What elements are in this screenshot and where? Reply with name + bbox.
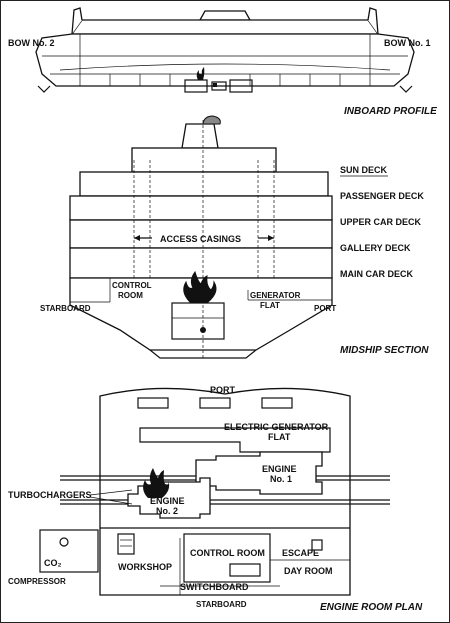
gallery-deck-label: GALLERY DECK: [340, 243, 411, 253]
plan-fire-icon: [143, 468, 170, 498]
plan-starboard-label: STARBOARD: [196, 600, 247, 609]
generator-flat-label-1: GENERATOR: [250, 291, 301, 300]
engine-1-label-2: No. 1: [270, 474, 292, 484]
control-room-label-1: CONTROL: [112, 281, 152, 290]
engine-room-outline: [99, 387, 351, 596]
bow-no1-label: BOW No. 1: [384, 38, 431, 48]
generator-flat-label-2: FLAT: [260, 301, 280, 310]
main-car-deck-label: MAIN CAR DECK: [340, 269, 413, 279]
smoke-icon: [202, 115, 221, 125]
upper-car-deck-label: UPPER CAR DECK: [340, 217, 422, 227]
passenger-deck-block: [79, 171, 329, 197]
midship-section-title: MIDSHIP SECTION: [340, 345, 429, 356]
inboard-profile-title: INBOARD PROFILE: [344, 106, 437, 117]
midship-port-label: PORT: [314, 304, 336, 313]
workshop-label: WORKSHOP: [118, 562, 172, 572]
engine-1-label-1: ENGINE: [262, 464, 297, 474]
electric-generator-label-2: FLAT: [268, 432, 291, 442]
engine-room-plan-title: ENGINE ROOM PLAN: [320, 602, 423, 613]
engine-1: [195, 451, 323, 495]
profile-bow-horn-left: [71, 7, 83, 35]
passenger-deck-label: PASSENGER DECK: [340, 191, 424, 201]
midship-starboard-label: STARBOARD: [40, 304, 91, 313]
bow-no2-label: BOW No. 2: [8, 38, 55, 48]
control-room: [183, 533, 271, 583]
profile-fire-icon: [196, 67, 205, 80]
co2-label-2: COMPRESSOR: [8, 577, 66, 586]
control-room-label-2: ROOM: [118, 291, 143, 300]
co2-room: [39, 529, 99, 573]
upper-car-deck-block: [69, 195, 333, 221]
midship-section: SUN DECK PASSENGER DECK UPPER CAR DECK G…: [40, 115, 429, 360]
profile-bow-horn-right: [367, 7, 379, 35]
sun-deck-house: [131, 147, 277, 173]
engine-room-plan: PORT ELECTRIC GENERATOR FLAT ENGINE No. …: [8, 385, 423, 613]
sun-deck-label: SUN DECK: [340, 165, 388, 175]
plan-port-label: PORT: [210, 385, 236, 395]
engine-2-label-2: No. 2: [156, 506, 178, 516]
midship-funnel: [181, 123, 219, 149]
access-casings-label: ACCESS CASINGS: [160, 234, 241, 244]
electric-generator-label-1: ELECTRIC GENERATOR: [224, 422, 329, 432]
profile-superstructure: [70, 19, 380, 35]
turbochargers-label: TURBOCHARGERS: [8, 490, 92, 500]
co2-label-1: CO₂: [44, 558, 62, 568]
control-room-plan-label: CONTROL ROOM: [190, 548, 265, 558]
profile-hull: [35, 33, 415, 87]
engine-2-label-1: ENGINE: [150, 496, 185, 506]
day-room-label: DAY ROOM: [284, 566, 333, 576]
midship-engine: [171, 302, 225, 340]
switchboard-label: SWITCHBOARD: [180, 582, 249, 592]
escape-label: ESCAPE: [282, 548, 319, 558]
inboard-profile: BOW No. 2 BOW No. 1 INBOARD PROFILE: [8, 7, 437, 117]
profile-funnel: [198, 10, 252, 21]
main-car-deck-block: [69, 247, 333, 279]
midship-fire-icon: [183, 270, 217, 303]
